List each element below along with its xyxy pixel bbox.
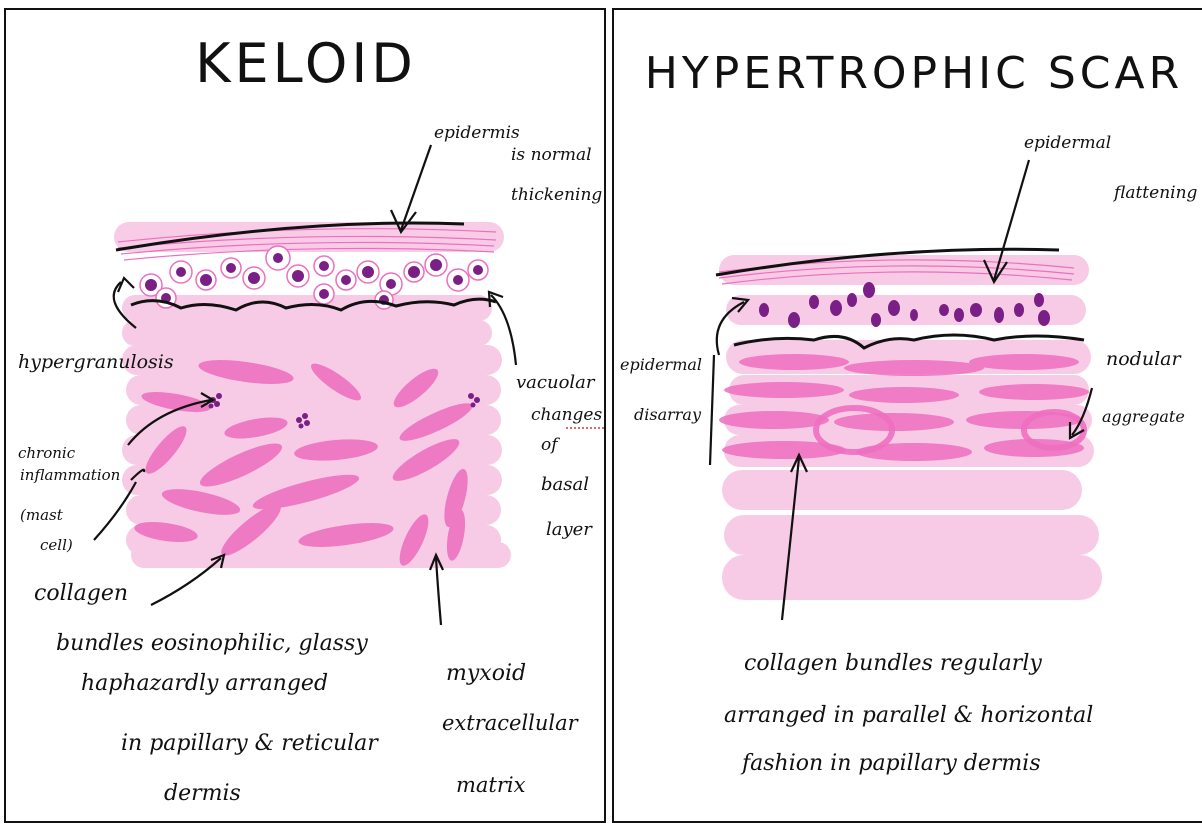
svg-text:extracellular: extracellular: [442, 711, 580, 735]
keloid-label-collagen: collagen: [34, 581, 128, 606]
svg-text:vacuolar: vacuolar: [516, 372, 596, 393]
keloid-label-inflammation: chronic inflammation (mast cell): [18, 444, 120, 554]
svg-text:arranged in parallel & horizon: arranged in parallel & horizontal: [724, 703, 1093, 728]
svg-text:dermis: dermis: [164, 781, 241, 806]
svg-text:fashion in papillary dermis: fashion in papillary dermis: [740, 751, 1041, 776]
keloid-panel: KELOID: [4, 8, 606, 823]
scar-label-bundles: collagen bundles regularly arranged in p…: [724, 651, 1093, 776]
keloid-diagram: KELOID: [6, 10, 608, 825]
hypertrophic-scar-panel: HYPERTROPHIC SCAR: [612, 8, 1202, 823]
svg-text:aggregate: aggregate: [1102, 407, 1185, 426]
hypertrophic-scar-diagram: HYPERTROPHIC SCAR: [614, 10, 1202, 825]
svg-text:is normal: is normal: [511, 145, 592, 165]
svg-text:inflammation: inflammation: [20, 466, 120, 484]
svg-text:myxoid: myxoid: [446, 661, 526, 686]
svg-text:collagen bundles regularly: collagen bundles regularly: [744, 651, 1042, 676]
keloid-label-hypergranulosis: hypergranulosis: [18, 351, 174, 373]
svg-text:epidermis: epidermis: [434, 123, 520, 143]
keloid-label-epidermis: epidermis is normal thickening: [434, 123, 602, 205]
svg-text:epidermal: epidermal: [620, 355, 702, 374]
svg-text:bundles eosinophilic, glassy: bundles eosinophilic, glassy: [56, 631, 368, 656]
keloid-title: KELOID: [195, 32, 417, 95]
svg-text:in papillary & reticular: in papillary & reticular: [121, 731, 379, 756]
svg-text:flattening: flattening: [1112, 183, 1198, 203]
svg-text:chronic: chronic: [18, 444, 76, 462]
svg-text:nodular: nodular: [1106, 348, 1182, 370]
keloid-label-myxoid: myxoid extracellular matrix: [442, 661, 580, 797]
svg-text:(mast: (mast: [20, 506, 64, 524]
svg-text:changes: changes: [531, 405, 602, 425]
svg-text:epidermal: epidermal: [1024, 133, 1111, 153]
keloid-label-vacuolar: vacuolar changes of basal layer: [516, 372, 602, 540]
svg-text:cell): cell): [40, 536, 73, 554]
hypertrophic-scar-title: HYPERTROPHIC SCAR: [645, 48, 1183, 99]
keloid-label-bundles: bundles eosinophilic, glassy haphazardly…: [56, 631, 379, 806]
svg-text:haphazardly arranged: haphazardly arranged: [81, 671, 328, 696]
scar-label-epidermal-flattening: epidermal flattening: [1024, 133, 1198, 203]
svg-text:disarray: disarray: [634, 405, 702, 424]
svg-text:matrix: matrix: [456, 773, 526, 797]
scar-label-nodular: nodular aggregate: [1102, 348, 1185, 426]
svg-text:of: of: [541, 435, 560, 455]
svg-text:basal: basal: [541, 474, 589, 495]
svg-text:thickening: thickening: [511, 185, 602, 205]
scar-label-epidermal-disarray: epidermal disarray: [620, 355, 702, 424]
svg-text:layer: layer: [546, 519, 593, 540]
